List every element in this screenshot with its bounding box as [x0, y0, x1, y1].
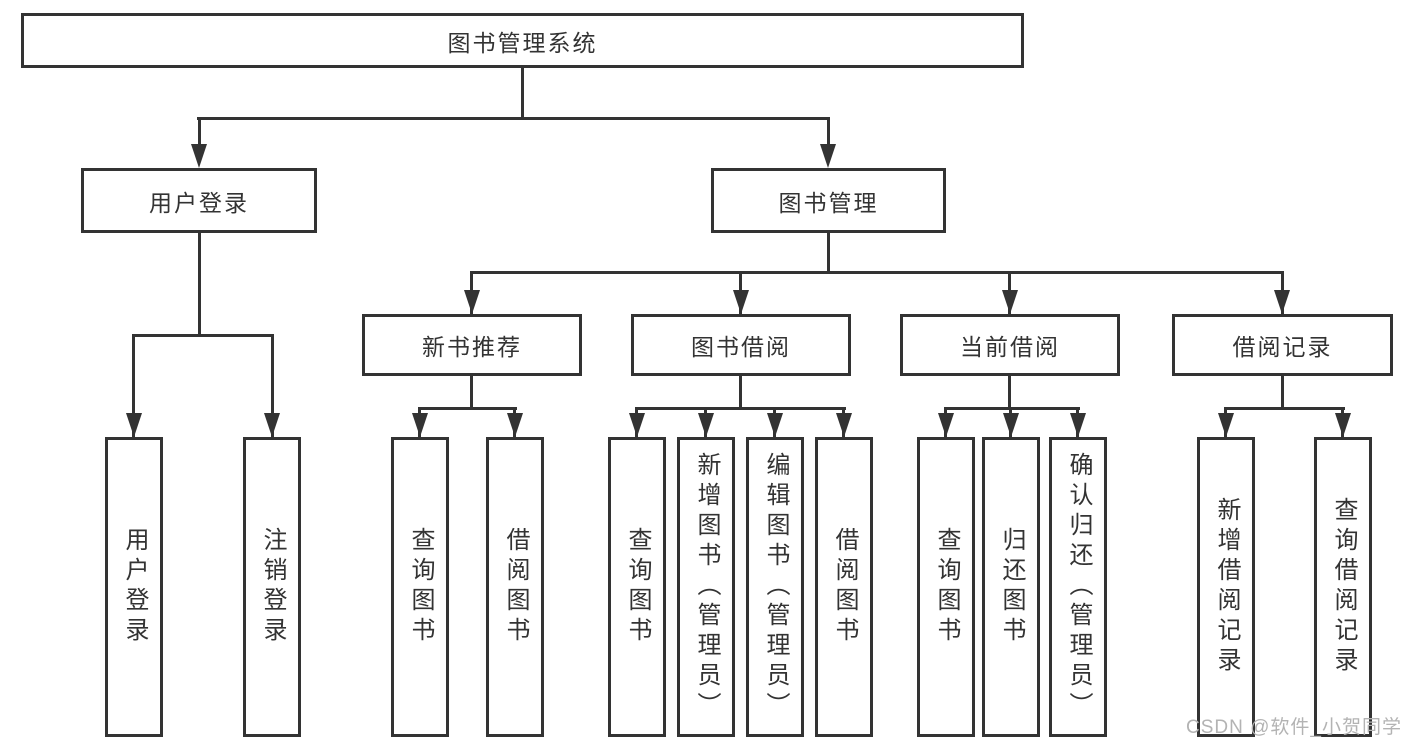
node-user-login: 用户登录 — [81, 168, 317, 233]
leaf-add-borrow-record: 新增借阅记录 — [1197, 437, 1255, 737]
leaf-edit-books-admin-label: 编辑图书（管理员） — [762, 452, 789, 722]
arrowhead-borrow-leaf-1 — [629, 413, 645, 437]
leaf-query-borrow-record-label: 查询借阅记录 — [1330, 497, 1357, 677]
csdn-watermark: CSDN @软件_小贺同学 — [1186, 717, 1402, 738]
node-book-borrow-label: 图书借阅 — [691, 334, 791, 360]
connector-new-book-rec-bar — [418, 407, 517, 410]
leaf-rec-borrow-books: 借阅图书 — [486, 437, 544, 737]
arrowhead-record-leaf-1 — [1218, 413, 1234, 437]
leaf-confirm-return-admin: 确认归还（管理员） — [1049, 437, 1107, 737]
leaf-rec-query-books: 查询图书 — [391, 437, 449, 737]
connector-book-borrow-bar — [635, 407, 846, 410]
leaf-add-books-admin: 新增图书（管理员） — [677, 437, 735, 737]
connector-current-borrow-stub — [1008, 376, 1011, 409]
arrowhead-login-leaf-1 — [126, 413, 142, 437]
arrowhead-rec-leaf-2 — [507, 413, 523, 437]
connector-to-login-leaf-1 — [132, 334, 135, 437]
leaf-borrow-books-label: 借阅图书 — [831, 527, 858, 647]
arrowhead-borrow-record — [1274, 290, 1290, 314]
leaf-query-borrow-record: 查询借阅记录 — [1314, 437, 1372, 737]
arrowhead-login-leaf-2 — [264, 413, 280, 437]
arrowhead-book-mgmt — [820, 144, 836, 168]
arrowhead-record-leaf-2 — [1335, 413, 1351, 437]
connector-root-to-book-mgmt — [827, 117, 830, 147]
arrowhead-new-book-rec — [464, 290, 480, 314]
leaf-logout: 注销登录 — [243, 437, 301, 737]
node-current-borrow: 当前借阅 — [900, 314, 1120, 376]
node-borrow-record-label: 借阅记录 — [1232, 334, 1333, 360]
connector-user-login-stub — [198, 233, 201, 337]
node-new-book-rec: 新书推荐 — [362, 314, 582, 376]
node-root-label: 图书管理系统 — [447, 29, 598, 56]
connector-book-mgmt-stub — [827, 233, 830, 274]
node-new-book-rec-label: 新书推荐 — [422, 334, 522, 360]
node-book-borrow: 图书借阅 — [631, 314, 851, 376]
connector-to-login-leaf-2 — [271, 334, 274, 437]
arrowhead-borrow-leaf-3 — [767, 413, 783, 437]
node-book-mgmt: 图书管理 — [711, 168, 946, 233]
leaf-edit-books-admin: 编辑图书（管理员） — [746, 437, 804, 737]
leaf-borrow-query-books-label: 查询图书 — [624, 527, 651, 647]
leaf-logout-label: 注销登录 — [259, 527, 286, 647]
leaf-borrow-query-books: 查询图书 — [608, 437, 666, 737]
leaf-current-query-books: 查询图书 — [917, 437, 975, 737]
leaf-return-books: 归还图书 — [982, 437, 1040, 737]
leaf-user-login-label: 用户登录 — [121, 527, 148, 647]
connector-borrow-record-bar — [1224, 407, 1345, 410]
connector-borrow-record-stub — [1281, 376, 1284, 409]
node-book-mgmt-label: 图书管理 — [778, 189, 879, 216]
arrowhead-current-leaf-1 — [938, 413, 954, 437]
arrowhead-current-leaf-2 — [1003, 413, 1019, 437]
node-user-login-label: 用户登录 — [149, 189, 249, 216]
connector-book-mgmt-bar — [470, 271, 1284, 274]
arrowhead-book-borrow — [733, 290, 749, 314]
connector-root-stub — [521, 68, 524, 118]
node-current-borrow-label: 当前借阅 — [960, 334, 1060, 360]
arrowhead-rec-leaf-1 — [412, 413, 428, 437]
leaf-rec-borrow-books-label: 借阅图书 — [502, 527, 529, 647]
leaf-user-login: 用户登录 — [105, 437, 163, 737]
connector-root-bar — [197, 117, 830, 120]
leaf-return-books-label: 归还图书 — [998, 527, 1025, 647]
node-borrow-record: 借阅记录 — [1172, 314, 1393, 376]
leaf-current-query-books-label: 查询图书 — [933, 527, 960, 647]
arrowhead-current-leaf-3 — [1070, 413, 1086, 437]
connector-user-login-bar — [132, 334, 274, 337]
connector-book-borrow-stub — [739, 376, 742, 409]
connector-current-borrow-bar — [944, 407, 1080, 410]
leaf-add-books-admin-label: 新增图书（管理员） — [693, 452, 720, 722]
leaf-rec-query-books-label: 查询图书 — [407, 527, 434, 647]
arrowhead-user-login — [191, 144, 207, 168]
arrowhead-current-borrow — [1002, 290, 1018, 314]
node-root: 图书管理系统 — [21, 13, 1024, 68]
connector-root-to-user-login — [198, 117, 201, 147]
connector-new-book-rec-stub — [470, 376, 473, 409]
leaf-confirm-return-admin-label: 确认归还（管理员） — [1065, 452, 1092, 722]
arrowhead-borrow-leaf-2 — [698, 413, 714, 437]
arrowhead-borrow-leaf-4 — [836, 413, 852, 437]
leaf-add-borrow-record-label: 新增借阅记录 — [1213, 497, 1240, 677]
leaf-borrow-books: 借阅图书 — [815, 437, 873, 737]
